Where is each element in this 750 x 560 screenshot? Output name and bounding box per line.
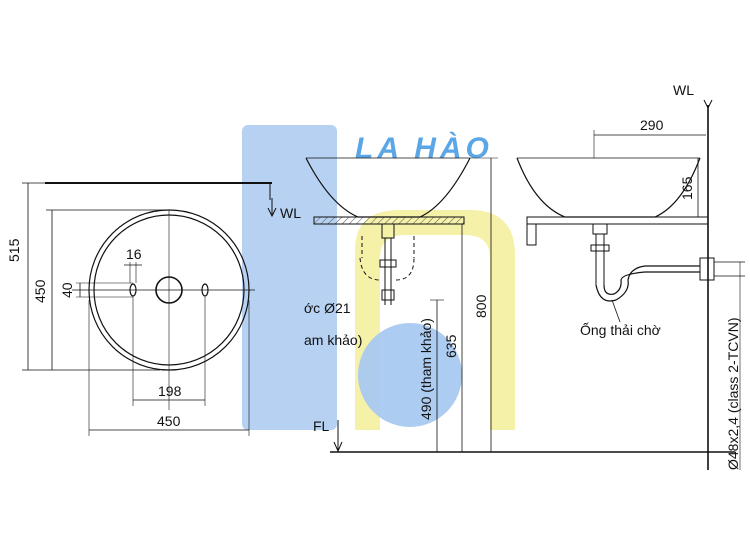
front-view (305, 157, 735, 453)
dim-800: 800 (473, 294, 489, 318)
dim-635: 635 (443, 334, 459, 358)
bolt-hole-left (129, 283, 137, 297)
label-wl-top: WL (280, 205, 301, 221)
top-view (22, 182, 277, 436)
dim-515: 515 (6, 238, 22, 262)
label-drain: Ống thải chờ (580, 321, 661, 338)
counter-slab-front (313, 216, 465, 225)
dim-450-vertical: 450 (32, 279, 48, 303)
pipe-note-line2: am khảo) (304, 332, 362, 348)
counter-slab-side (526, 216, 709, 225)
watermark: LA HÀO (242, 125, 515, 430)
dim-40: 40 (59, 282, 75, 298)
bolt-hole-right (201, 283, 209, 297)
bowl-side (516, 157, 701, 218)
dim-198: 198 (158, 383, 182, 399)
side-view (516, 99, 745, 470)
logo-text: LA HÀO (355, 131, 493, 165)
dim-450-horizontal: 450 (157, 413, 181, 429)
dim-490: 490 (tham khảo) (418, 318, 434, 420)
label-pipe-spec: Ø48x2,4 (class 2-TCVN) (725, 318, 741, 470)
label-wl-side: WL (673, 82, 694, 98)
side-view-labels: WL 290 165 Ống thải chờ Ø48x2,4 (class 2… (580, 82, 741, 470)
front-view-labels: ớc Ø21 am khảo) 635 490 (tham khảo) 800 … (304, 294, 489, 434)
dim-16: 16 (126, 246, 142, 262)
label-fl: FL (313, 418, 330, 434)
watermark-blue-circle (358, 323, 462, 427)
pipe-note-line1: ớc Ø21 (304, 300, 351, 316)
dim-290: 290 (640, 117, 664, 133)
dim-165: 165 (679, 176, 695, 200)
watermark-blue-bar (242, 125, 337, 430)
top-view-labels: 515 450 40 16 198 450 WL (6, 205, 301, 429)
